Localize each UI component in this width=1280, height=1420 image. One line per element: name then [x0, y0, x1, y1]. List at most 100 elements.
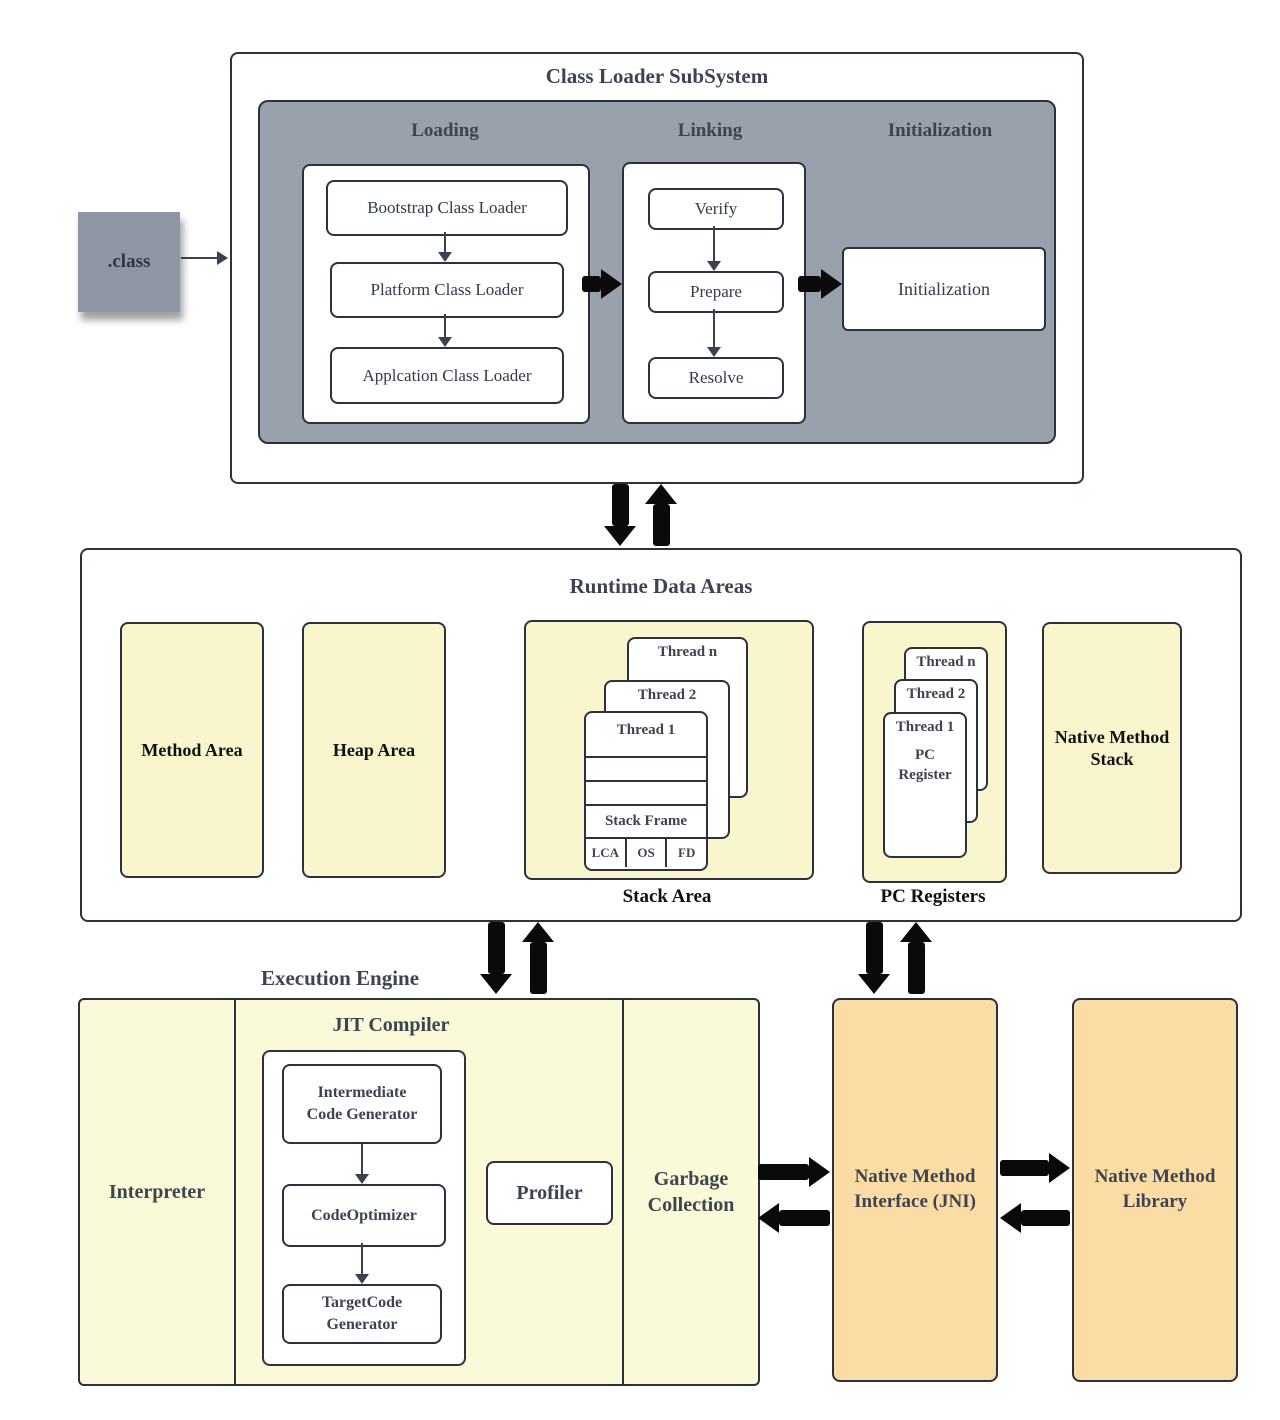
verify-box: Verify: [648, 188, 784, 230]
bootstrap-class-loader-label: Bootstrap Class Loader: [367, 198, 527, 217]
arrow-jni-to-library: [1000, 1152, 1070, 1184]
arrow-head-icon: [522, 922, 554, 942]
arrow-icg-to-optimizer: [355, 1144, 369, 1184]
thread-1-label: Thread 1: [616, 722, 676, 738]
prepare-box: Prepare: [648, 271, 784, 313]
arrow-line: [361, 1144, 363, 1174]
stack-area-box: Thread n Thread 2 Thread 1 Stack Frame L…: [524, 620, 814, 880]
thread-1-label: Thread 1: [895, 719, 955, 735]
arrow-bootstrap-to-platform: [438, 232, 452, 262]
arrow-platform-to-application: [438, 314, 452, 347]
arrow-head-icon: [1049, 1153, 1070, 1183]
method-area-label: Method Area: [141, 739, 243, 760]
jit-compiler-column: JIT Compiler Intermediate Code Generator…: [236, 1000, 624, 1384]
native-method-library-label: Native Method Library: [1094, 1166, 1216, 1212]
arrow-body: [487, 922, 505, 974]
class-file-label: .class: [107, 251, 151, 272]
pc-register-label: PC Register: [898, 746, 952, 783]
initialization-label: Initialization: [898, 278, 990, 299]
arrow-body: [582, 276, 601, 292]
platform-class-loader-label: Platform Class Loader: [370, 280, 524, 299]
arrow-head-icon: [707, 347, 721, 357]
code-optimizer-box: CodeOptimizer: [282, 1184, 446, 1247]
arrow-body: [529, 942, 547, 994]
arrow-verify-to-prepare: [707, 226, 721, 271]
arrow-body: [779, 1210, 830, 1226]
code-optimizer-label: CodeOptimizer: [311, 1206, 417, 1224]
stack-frame-cells: LCA OS FD: [586, 837, 706, 867]
arrow-head-icon: [217, 251, 228, 265]
linking-panel: Verify Prepare Resolve: [622, 162, 806, 424]
profiler-box: Profiler: [486, 1161, 613, 1225]
bootstrap-class-loader-box: Bootstrap Class Loader: [326, 180, 568, 236]
native-method-interface-label: Native Method Interface (JNI): [854, 1166, 976, 1212]
arrow-head-icon: [438, 252, 452, 262]
arrow-loader-to-runtime: [603, 484, 637, 546]
arrow-line: [181, 257, 217, 259]
target-code-generator-label: TargetCode Generator: [321, 1294, 403, 1333]
stack-area-label: Stack Area: [622, 886, 712, 907]
arrow-body: [1021, 1210, 1070, 1226]
arrow-body: [611, 484, 629, 526]
class-loader-subsystem: Class Loader SubSystem Loading Linking I…: [230, 52, 1084, 484]
arrow-optimizer-to-target: [355, 1243, 369, 1284]
stack-frame-row: Stack Frame: [586, 804, 706, 837]
arrow-runtime-to-jni: [856, 922, 892, 994]
execution-engine-box: Interpreter JIT Compiler Intermediate Co…: [78, 998, 760, 1386]
lca-cell: LCA: [591, 844, 620, 860]
execution-engine-title: Execution Engine: [260, 966, 420, 990]
arrow-loading-to-linking: [582, 269, 622, 299]
class-loader-title: Class Loader SubSystem: [545, 64, 769, 88]
intermediate-code-generator-box: Intermediate Code Generator: [282, 1064, 442, 1144]
runtime-data-areas: Runtime Data Areas Method Area Heap Area…: [80, 548, 1242, 922]
intermediate-code-generator-label: Intermediate Code Generator: [306, 1084, 418, 1123]
arrow-line: [361, 1243, 363, 1274]
arrow-line: [444, 314, 446, 337]
garbage-collection-column: Garbage Collection: [622, 1000, 758, 1384]
resolve-label: Resolve: [688, 368, 744, 387]
arrow-line: [713, 309, 715, 347]
arrow-head-icon: [604, 526, 636, 546]
target-code-generator-box: TargetCode Generator: [282, 1284, 442, 1344]
native-method-library-box: Native Method Library: [1072, 998, 1238, 1382]
jit-compiler-title: JIT Compiler: [332, 1014, 450, 1036]
application-class-loader-label: Applcation Class Loader: [362, 365, 532, 385]
heap-area-label: Heap Area: [332, 739, 416, 760]
pc-registers-box: Thread n Thread 2 Thread 1 PC Register: [862, 621, 1007, 883]
arrow-body: [652, 504, 670, 546]
fd-cell: FD: [665, 839, 706, 867]
initialization-header: Initialization: [887, 120, 993, 141]
initialization-box: Initialization: [842, 247, 1046, 331]
arrow-head-icon: [438, 337, 452, 347]
pc-thread-1-card: Thread 1 PC Register: [883, 712, 967, 858]
profiler-label: Profiler: [516, 1181, 583, 1204]
stack-empty-row: [586, 756, 706, 780]
native-method-stack-label: Native Method Stack: [1054, 726, 1170, 770]
interpreter-label: Interpreter: [108, 1180, 206, 1203]
arrow-runtime-to-engine: [478, 922, 514, 994]
loading-header: Loading: [411, 120, 479, 141]
arrow-head-icon: [355, 1274, 369, 1284]
arrow-jni-to-engine: [758, 1202, 830, 1234]
application-class-loader-box: Applcation Class Loader: [330, 347, 564, 404]
arrow-body: [865, 922, 883, 974]
arrow-head-icon: [480, 974, 512, 994]
stack-empty-row: [586, 780, 706, 804]
arrow-head-icon: [858, 974, 890, 994]
prepare-label: Prepare: [690, 282, 742, 301]
arrow-head-icon: [1000, 1203, 1021, 1233]
arrow-head-icon: [707, 261, 721, 271]
arrow-head-icon: [355, 1174, 369, 1184]
runtime-title: Runtime Data Areas: [569, 574, 753, 598]
linking-header: Linking: [677, 120, 743, 141]
arrow-runtime-to-loader: [644, 484, 678, 546]
platform-class-loader-box: Platform Class Loader: [330, 262, 564, 318]
verify-label: Verify: [694, 199, 738, 218]
method-area-box: Method Area: [120, 622, 264, 878]
native-method-interface-box: Native Method Interface (JNI): [832, 998, 998, 1382]
native-method-stack-box: Native Method Stack: [1042, 622, 1182, 874]
arrow-library-to-jni: [1000, 1202, 1070, 1234]
arrow-prepare-to-resolve: [707, 309, 721, 357]
arrow-head-icon: [601, 269, 622, 299]
class-file-box: .class: [78, 212, 180, 312]
